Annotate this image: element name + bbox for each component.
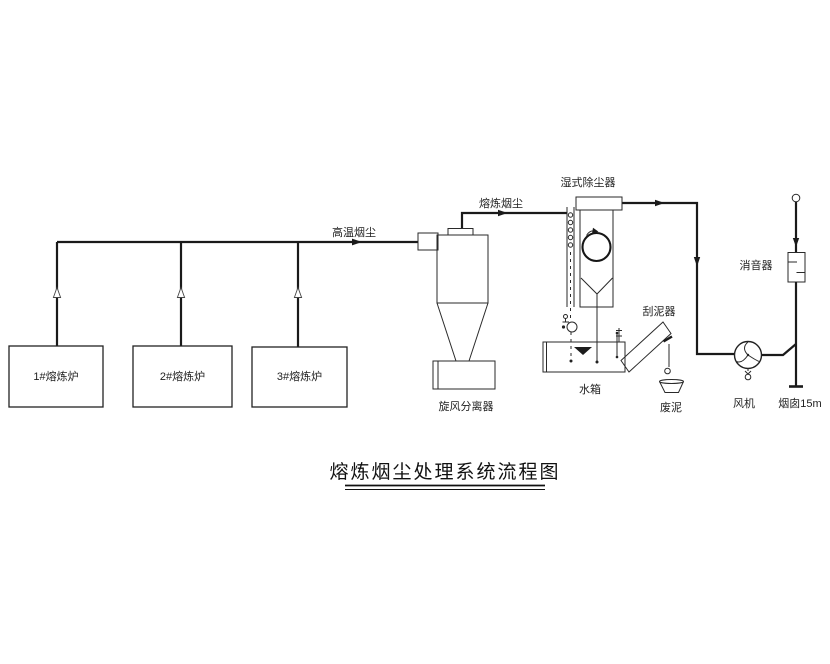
nozzle-icon xyxy=(567,227,574,233)
furnace-1-label: 1#熔炼炉 xyxy=(33,369,78,383)
fan-group xyxy=(733,340,763,381)
diagram-title-block: 熔炼烟尘处理系统流程图 xyxy=(329,461,560,490)
water-tank-label: 水箱 xyxy=(579,382,601,396)
flow-arrow-down-icon xyxy=(792,238,800,247)
scrubber-body xyxy=(579,209,614,308)
spray-pipe xyxy=(566,207,575,307)
fan-outlet-duct xyxy=(762,343,797,357)
waste-mud-bowl xyxy=(659,379,684,393)
water-tank-group xyxy=(542,321,684,393)
mud-scraper-label: 刮泥器 xyxy=(643,304,676,318)
furnace-2-box xyxy=(132,345,233,408)
high-temp-fume-label: 高温烟尘 xyxy=(332,225,376,239)
fan-drain-stem xyxy=(744,368,752,375)
flow-arrow-right-icon xyxy=(352,238,362,246)
nozzle-icon xyxy=(567,242,574,248)
rotation-arrowhead-icon xyxy=(592,227,599,234)
suction-end-dot xyxy=(569,359,573,363)
cyclone-label: 旋风分离器 xyxy=(439,399,494,413)
open-arrow-up-icon xyxy=(176,286,186,298)
bowl-rim xyxy=(659,379,684,384)
rod-dot xyxy=(615,355,619,359)
furnace-1-box xyxy=(8,345,104,408)
fan-drain-icon xyxy=(744,373,752,381)
diagram-title: 熔炼烟尘处理系统流程图 xyxy=(329,461,560,483)
drain-end-dot xyxy=(595,360,599,364)
water-level-icon xyxy=(574,347,592,355)
chimney-group xyxy=(787,193,806,388)
drop-outlet-icon xyxy=(664,367,671,375)
cyclone-dust-bin xyxy=(432,360,496,390)
nozzle-icon xyxy=(567,219,574,226)
furnace-3-label: 3#熔炼炉 xyxy=(277,369,322,383)
cyclone-inlet-box xyxy=(417,232,439,251)
cyclone-body xyxy=(436,234,489,304)
open-arrow-up-icon xyxy=(52,286,62,298)
water-tank-box xyxy=(542,341,626,373)
nozzle-icon xyxy=(567,212,574,218)
scrubber-cone xyxy=(580,277,613,295)
chimney-top-icon xyxy=(791,193,801,203)
smelting-fume-label: 熔炼烟尘 xyxy=(479,196,523,210)
flow-arrow-right-icon xyxy=(655,199,665,207)
furnace-group: 1#熔炼炉 2#熔炼炉 3#熔炼炉 xyxy=(8,345,348,408)
furnace-3-box xyxy=(251,346,348,408)
pump-icon xyxy=(566,321,578,333)
wet-scrubber xyxy=(561,196,623,364)
muffler-baffles xyxy=(788,261,805,273)
rod-dot xyxy=(615,331,619,335)
scraper-support xyxy=(616,328,622,342)
smelting-fume-duct xyxy=(460,211,567,229)
spray-nozzles xyxy=(567,212,574,248)
wet-scrubber-label: 湿式除尘器 xyxy=(561,175,616,189)
valve-stem xyxy=(562,318,569,323)
swirl-circle-icon xyxy=(581,231,612,263)
scraper-discharge-chute xyxy=(662,335,673,343)
flow-arrow-right-icon xyxy=(498,209,508,217)
duct-network xyxy=(52,199,797,357)
muffler-label: 消音器 xyxy=(740,258,773,272)
waste-mud-label: 废泥 xyxy=(660,400,682,414)
bowl-body xyxy=(659,381,684,393)
fan-impeller-icon xyxy=(736,341,760,363)
muffler-box xyxy=(787,252,806,283)
nozzle-icon xyxy=(567,234,574,241)
chimney-label: 烟囱15m xyxy=(778,396,821,410)
furnace-2-label: 2#熔炼炉 xyxy=(160,369,205,383)
cyclone-top-outlet xyxy=(447,228,474,236)
scrubber-cap xyxy=(575,196,623,211)
cyclone-separator xyxy=(417,228,496,390)
pump-dot xyxy=(561,325,566,329)
mud-scraper-conveyor xyxy=(620,321,672,373)
scrubber-outlet-duct xyxy=(622,201,734,356)
flow-arrow-down-icon xyxy=(693,257,701,267)
valve-icon xyxy=(563,314,568,319)
cyclone-cone xyxy=(436,302,489,362)
open-arrow-up-icon xyxy=(293,286,303,298)
fan-label: 风机 xyxy=(733,396,755,410)
